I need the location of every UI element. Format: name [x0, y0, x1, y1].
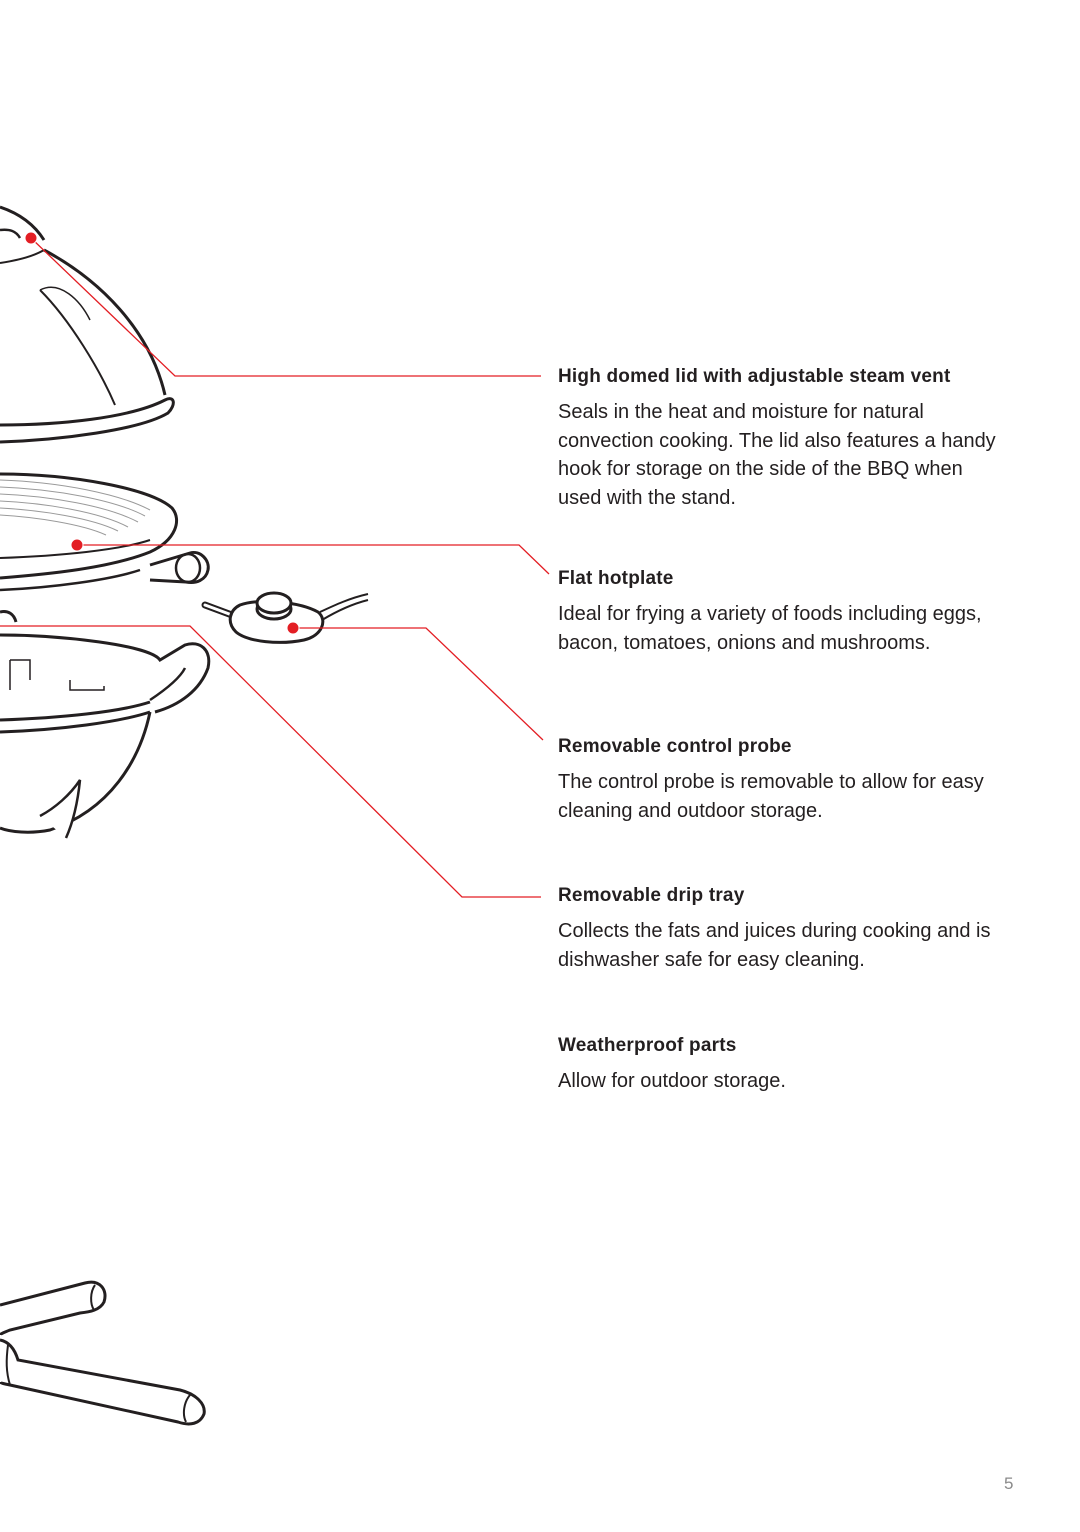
- feature-description: The control probe is removable to allow …: [558, 771, 984, 822]
- feature-description: Ideal for frying a variety of foods incl…: [558, 603, 982, 654]
- feature-flat-hotplate: Flat hotplate Ideal for frying a variety…: [558, 568, 998, 657]
- callout-dot-hotplate: [70, 538, 84, 552]
- feature-description: Collects the fats and juices during cook…: [558, 920, 991, 971]
- feature-title: Weatherproof parts: [558, 1035, 737, 1056]
- feature-title: Removable control probe: [558, 736, 792, 757]
- feature-title: High domed lid with adjustable steam ven…: [558, 366, 951, 387]
- stand-illustration: [0, 1280, 206, 1426]
- feature-weatherproof: Weatherproof parts Allow for outdoor sto…: [558, 1035, 998, 1096]
- base-bowl-illustration: [0, 610, 211, 839]
- feature-title: Removable drip tray: [558, 885, 745, 906]
- feature-description: Seals in the heat and moisture for natur…: [558, 401, 996, 509]
- feature-description: Allow for outdoor storage.: [558, 1070, 786, 1092]
- feature-control-probe: Removable control probe The control prob…: [558, 736, 998, 825]
- domed-lid-illustration: [0, 205, 175, 444]
- hotplate-illustration: [0, 472, 210, 592]
- feature-title: Flat hotplate: [558, 568, 674, 589]
- feature-steam-lid: High domed lid with adjustable steam ven…: [558, 366, 998, 512]
- page-number: 5: [1004, 1474, 1014, 1493]
- callout-lines: [0, 237, 550, 898]
- control-probe-illustration: [201, 591, 369, 644]
- callout-dot-probe: [286, 621, 300, 635]
- feature-drip-tray: Removable drip tray Collects the fats an…: [558, 885, 998, 974]
- callout-dot-lid: [24, 231, 38, 245]
- callout-dots: [24, 231, 300, 635]
